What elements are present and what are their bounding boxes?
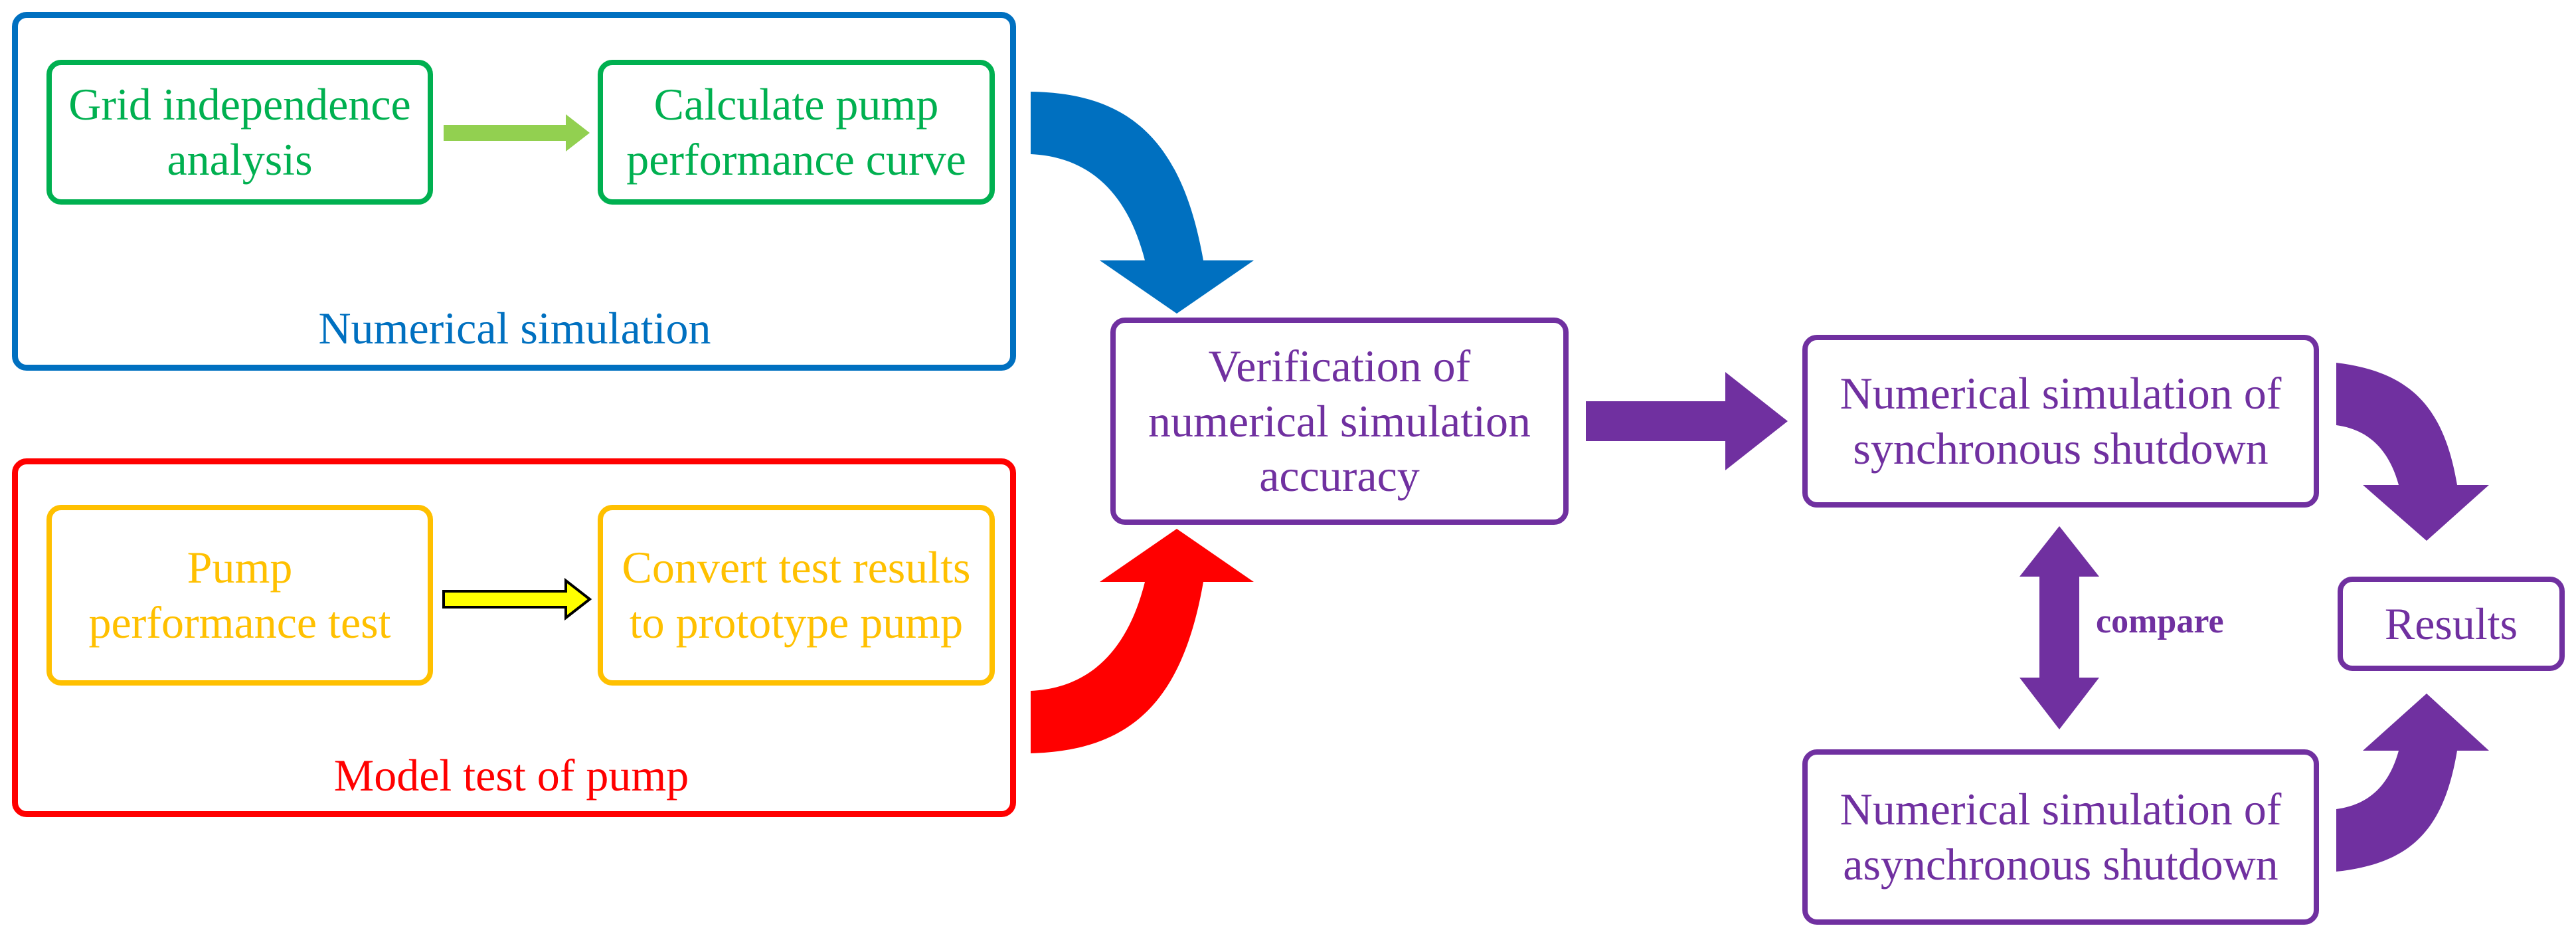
arrow-asynchronous-to-results (2336, 694, 2489, 872)
node-convert-test-results: Convert test results to prototype pump (598, 505, 995, 686)
arrow-model-test-to-verification (1031, 529, 1254, 753)
arrow-synchronous-to-results (2336, 363, 2489, 541)
node-calculate-performance-curve: Calculate pump performance curve (598, 60, 995, 205)
node-grid-independence: Grid independence analysis (46, 60, 433, 205)
node-synchronous-shutdown: Numerical simulation of synchronous shut… (1802, 335, 2319, 508)
group-label-numerical-simulation: Numerical simulation (318, 303, 711, 353)
arrow-compare-double (2019, 526, 2099, 729)
arrow-grid-to-calculate (444, 114, 590, 151)
node-verification-accuracy: Verification of numerical simulation acc… (1110, 318, 1569, 525)
arrow-simulation-to-verification (1031, 92, 1254, 314)
node-results: Results (2338, 577, 2565, 671)
group-label-model-test: Model test of pump (333, 750, 689, 800)
node-asynchronous-shutdown: Numerical simulation of asynchronous shu… (1802, 749, 2319, 925)
arrow-test-to-convert (442, 577, 592, 621)
arrow-verification-to-synchronous (1586, 372, 1788, 470)
node-pump-performance-test: Pump performance test (46, 505, 433, 686)
compare-label: compare (2096, 603, 2224, 640)
